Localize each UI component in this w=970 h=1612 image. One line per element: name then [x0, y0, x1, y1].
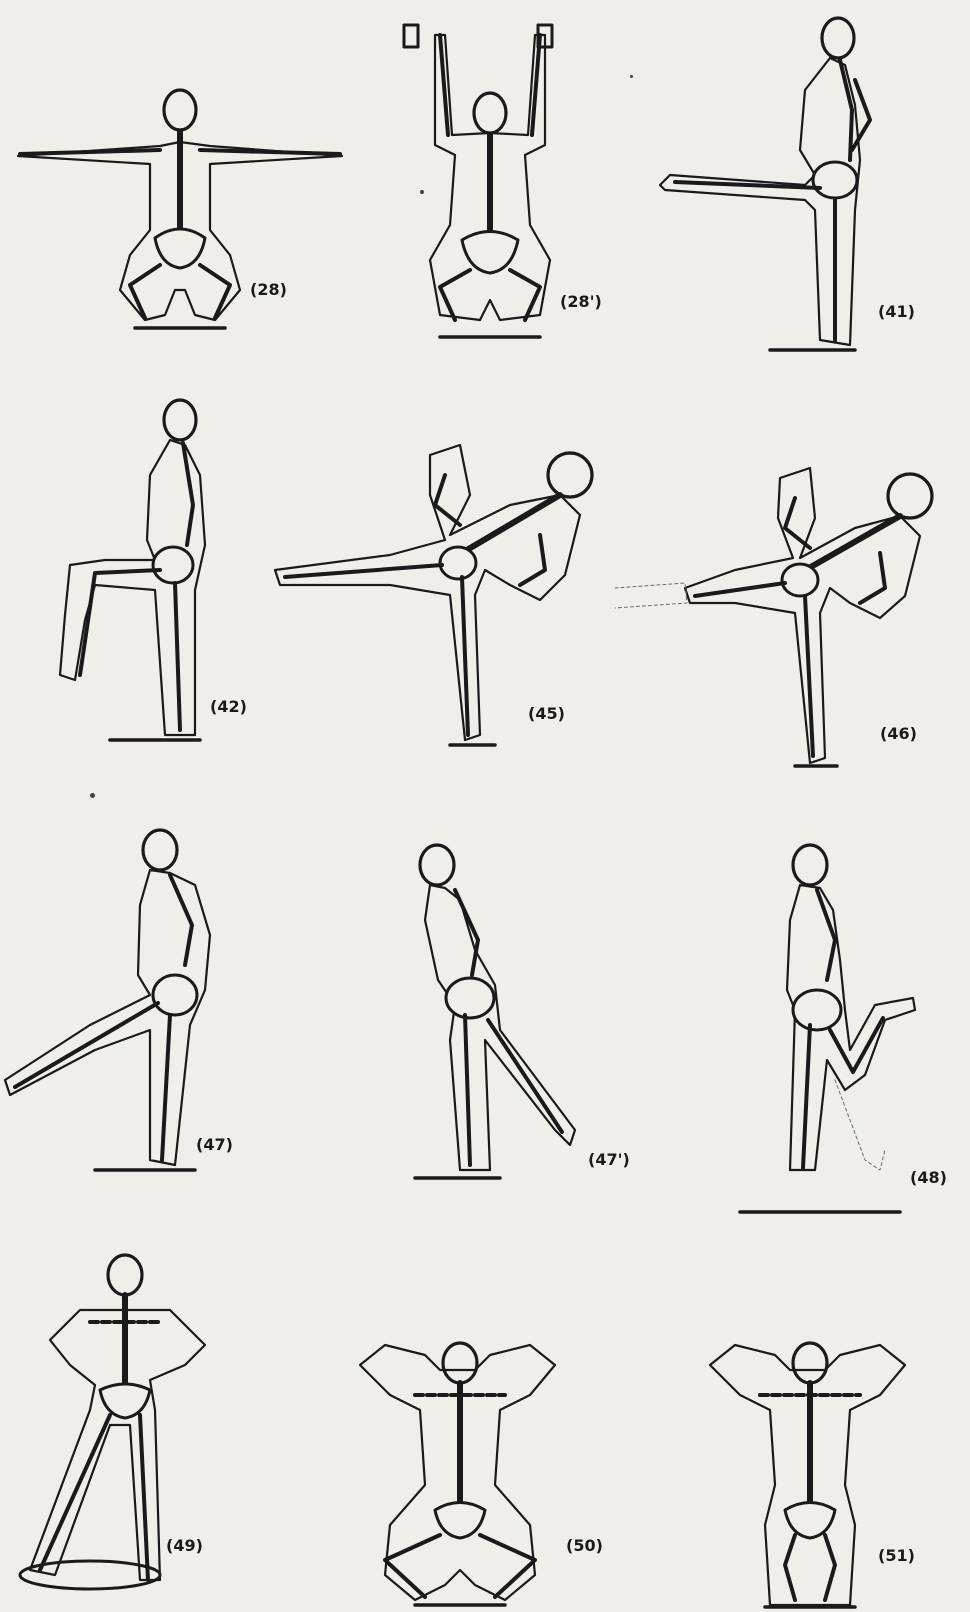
figure-label-28b: (28') — [560, 292, 602, 311]
figure-label-49: (49) — [166, 1536, 203, 1555]
figure-label-41: (41) — [878, 302, 915, 321]
scan-speck — [90, 793, 95, 798]
figure-label-42: (42) — [210, 697, 247, 716]
figure-label-45: (45) — [528, 704, 565, 723]
figure-41-leg-raise-forward — [640, 10, 900, 365]
figure-50-squat-hands-behind-head — [355, 1335, 565, 1610]
figure-42-knee-raise — [55, 395, 215, 755]
figure-label-48: (48) — [910, 1168, 947, 1187]
figure-28b-squat-arms-up — [400, 25, 580, 345]
figure-28-squat-arms-out — [10, 80, 350, 340]
figure-label-50: (50) — [566, 1536, 603, 1555]
figure-48-heel-kick — [735, 840, 935, 1220]
scan-speck — [630, 75, 633, 78]
scan-speck — [420, 190, 424, 194]
figure-47b-leg-swing-back — [400, 840, 590, 1190]
figure-label-51: (51) — [878, 1546, 915, 1565]
figure-label-28: (28) — [250, 280, 287, 299]
figure-label-47: (47) — [196, 1135, 233, 1154]
figure-47-leg-extend-back — [0, 825, 230, 1185]
figure-label-46: (46) — [880, 724, 917, 743]
figure-label-47b: (47') — [588, 1150, 630, 1169]
figure-51-stand-hands-behind-head — [700, 1335, 910, 1610]
